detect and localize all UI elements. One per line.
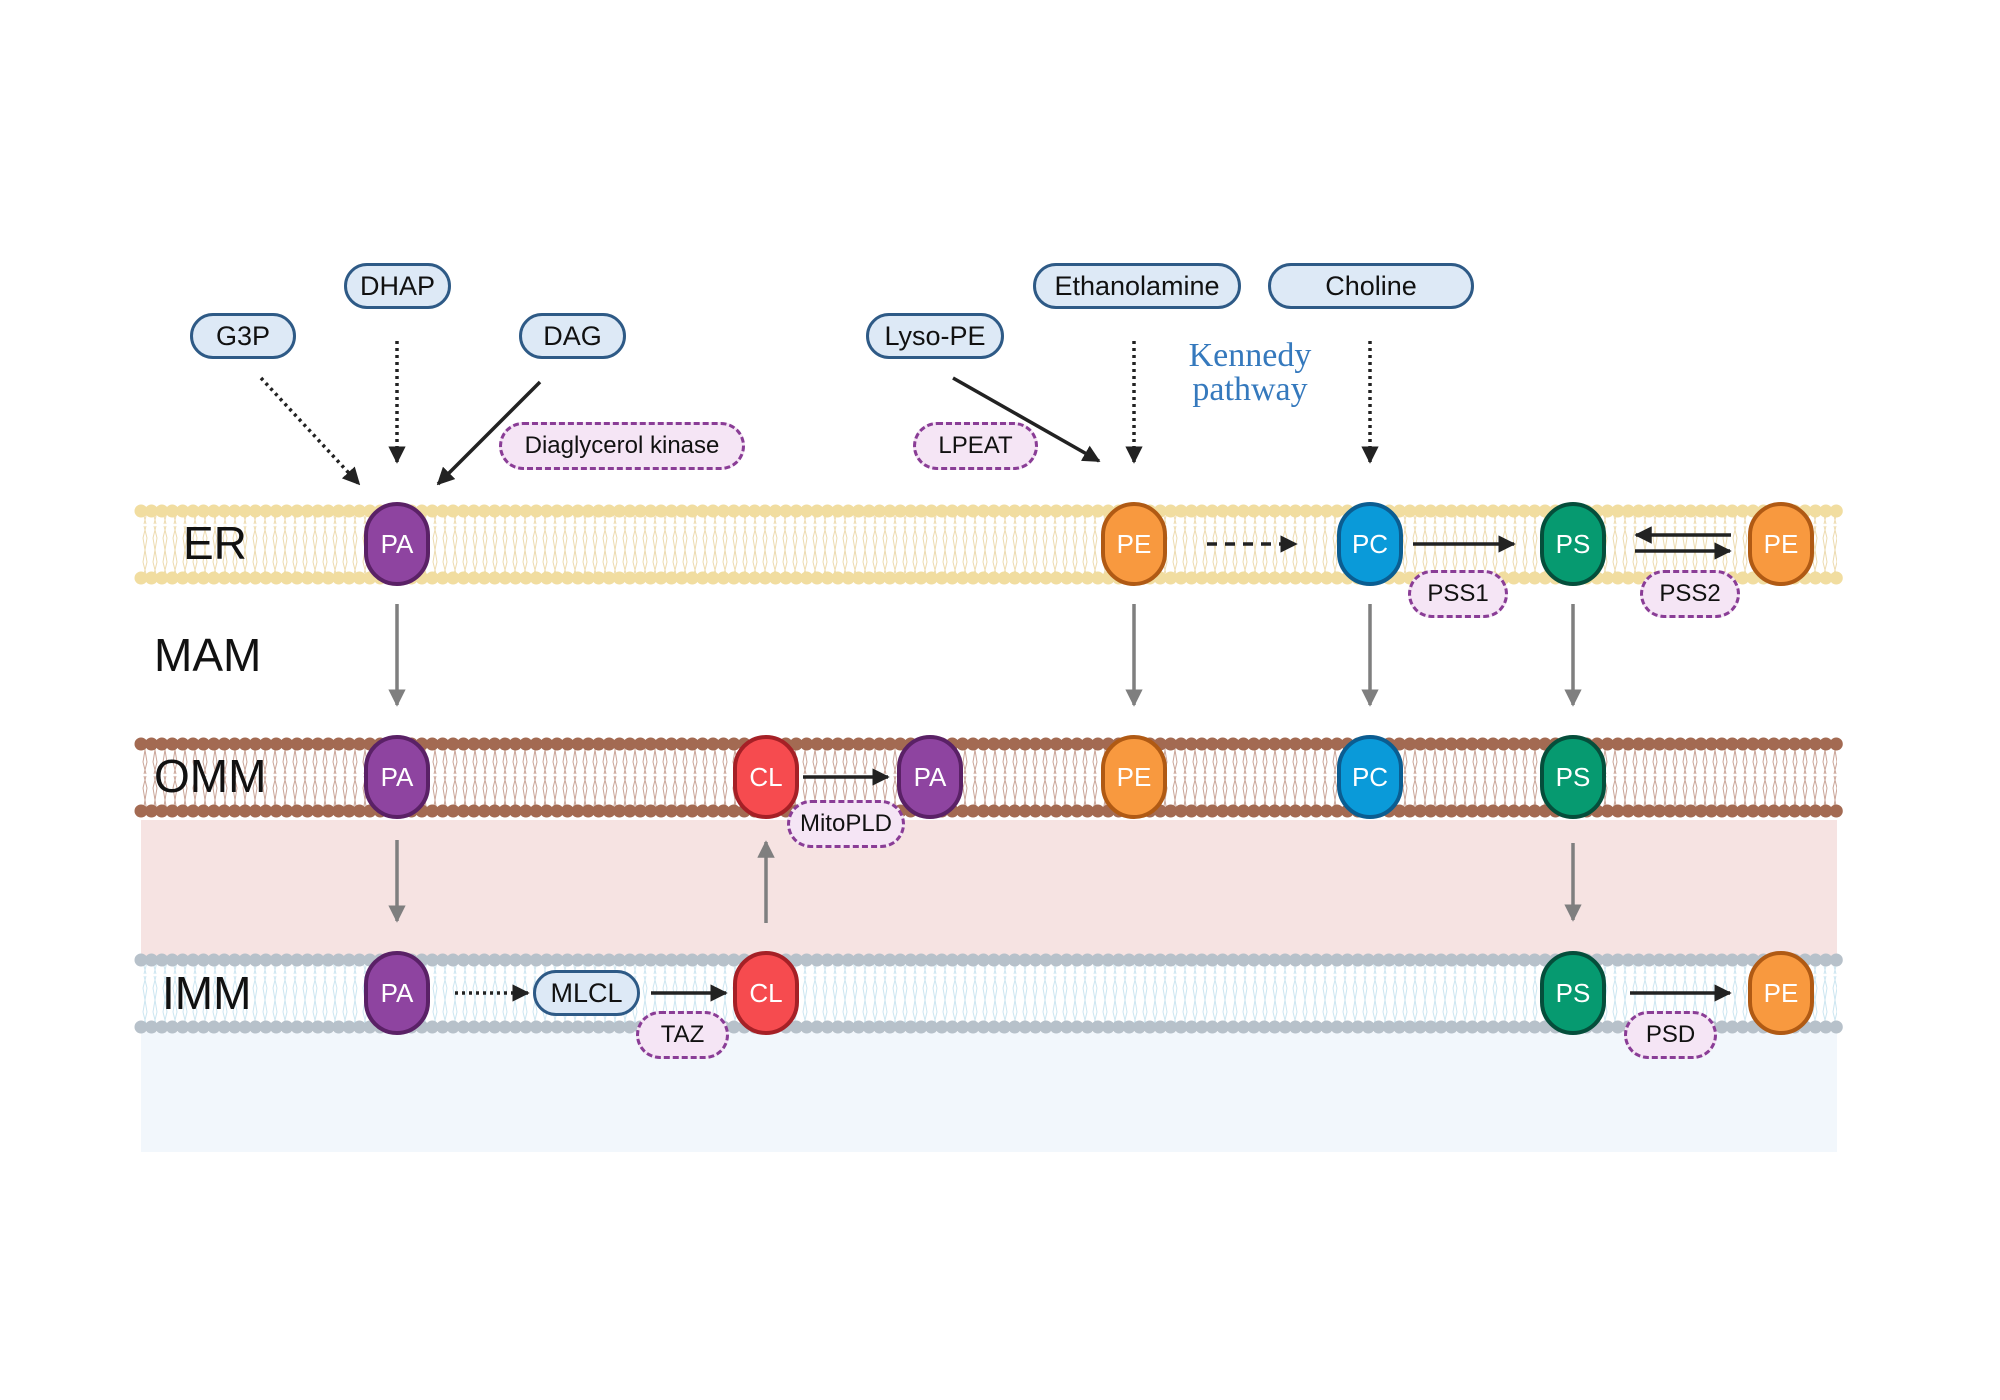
substrate-choline: Choline [1268, 263, 1474, 309]
lipid-pe-imm: PE [1748, 951, 1814, 1035]
lipid-ps-imm: PS [1540, 951, 1606, 1035]
label-imm: IMM [162, 967, 252, 1019]
lipid-pa-omm: PA [364, 735, 430, 819]
lipid-pc-omm: PC [1337, 735, 1403, 819]
lipid-cl-imm: CL [733, 951, 799, 1035]
lipid-cl-omm: CL [733, 735, 799, 819]
enzyme-psd: PSD [1624, 1011, 1717, 1059]
lipid-pe2-er: PE [1748, 502, 1814, 586]
lipid-pa-imm: PA [364, 951, 430, 1035]
matrix-space [141, 1032, 1837, 1152]
lipid-ps-omm: PS [1540, 735, 1606, 819]
enzyme-pss1: PSS1 [1408, 570, 1508, 618]
arrow-g3p-to-pa [259, 376, 361, 486]
kennedy-line-1: Kennedy [1188, 337, 1312, 374]
label-mam: MAM [154, 629, 262, 681]
enzyme-pss2: PSS2 [1640, 570, 1740, 618]
substrate-dhap: DHAP [344, 263, 451, 309]
substrate-lyso-pe: Lyso-PE [866, 313, 1004, 359]
lipid-pa-er: PA [364, 502, 430, 586]
enzyme-mitopld: MitoPLD [787, 800, 905, 848]
label-omm: OMM [154, 750, 267, 802]
intermembrane-space [141, 820, 1837, 962]
substrate-dag: DAG [519, 313, 626, 359]
label-er: ER [183, 517, 247, 569]
lipid-ps-er: PS [1540, 502, 1606, 586]
arrow-lysope-to-pe [952, 376, 1101, 463]
lipid-pe-er: PE [1101, 502, 1167, 586]
enzyme-diacylglycerol-kinase: Diaglycerol kinase [499, 422, 745, 470]
substrate-mlcl: MLCL [533, 970, 640, 1016]
lipid-pa2-omm: PA [897, 735, 963, 819]
kennedy-pathway-label: Kennedy pathway [1170, 339, 1330, 407]
substrate-g3p: G3P [190, 313, 296, 359]
lipid-pc-er: PC [1337, 502, 1403, 586]
arrow-dag-to-pa [436, 380, 542, 486]
lipid-pe-omm: PE [1101, 735, 1167, 819]
substrate-ethanolamine: Ethanolamine [1033, 263, 1241, 309]
enzyme-lpeat: LPEAT [913, 422, 1038, 470]
enzyme-taz: TAZ [636, 1011, 729, 1059]
kennedy-line-2: pathway [1192, 371, 1308, 408]
